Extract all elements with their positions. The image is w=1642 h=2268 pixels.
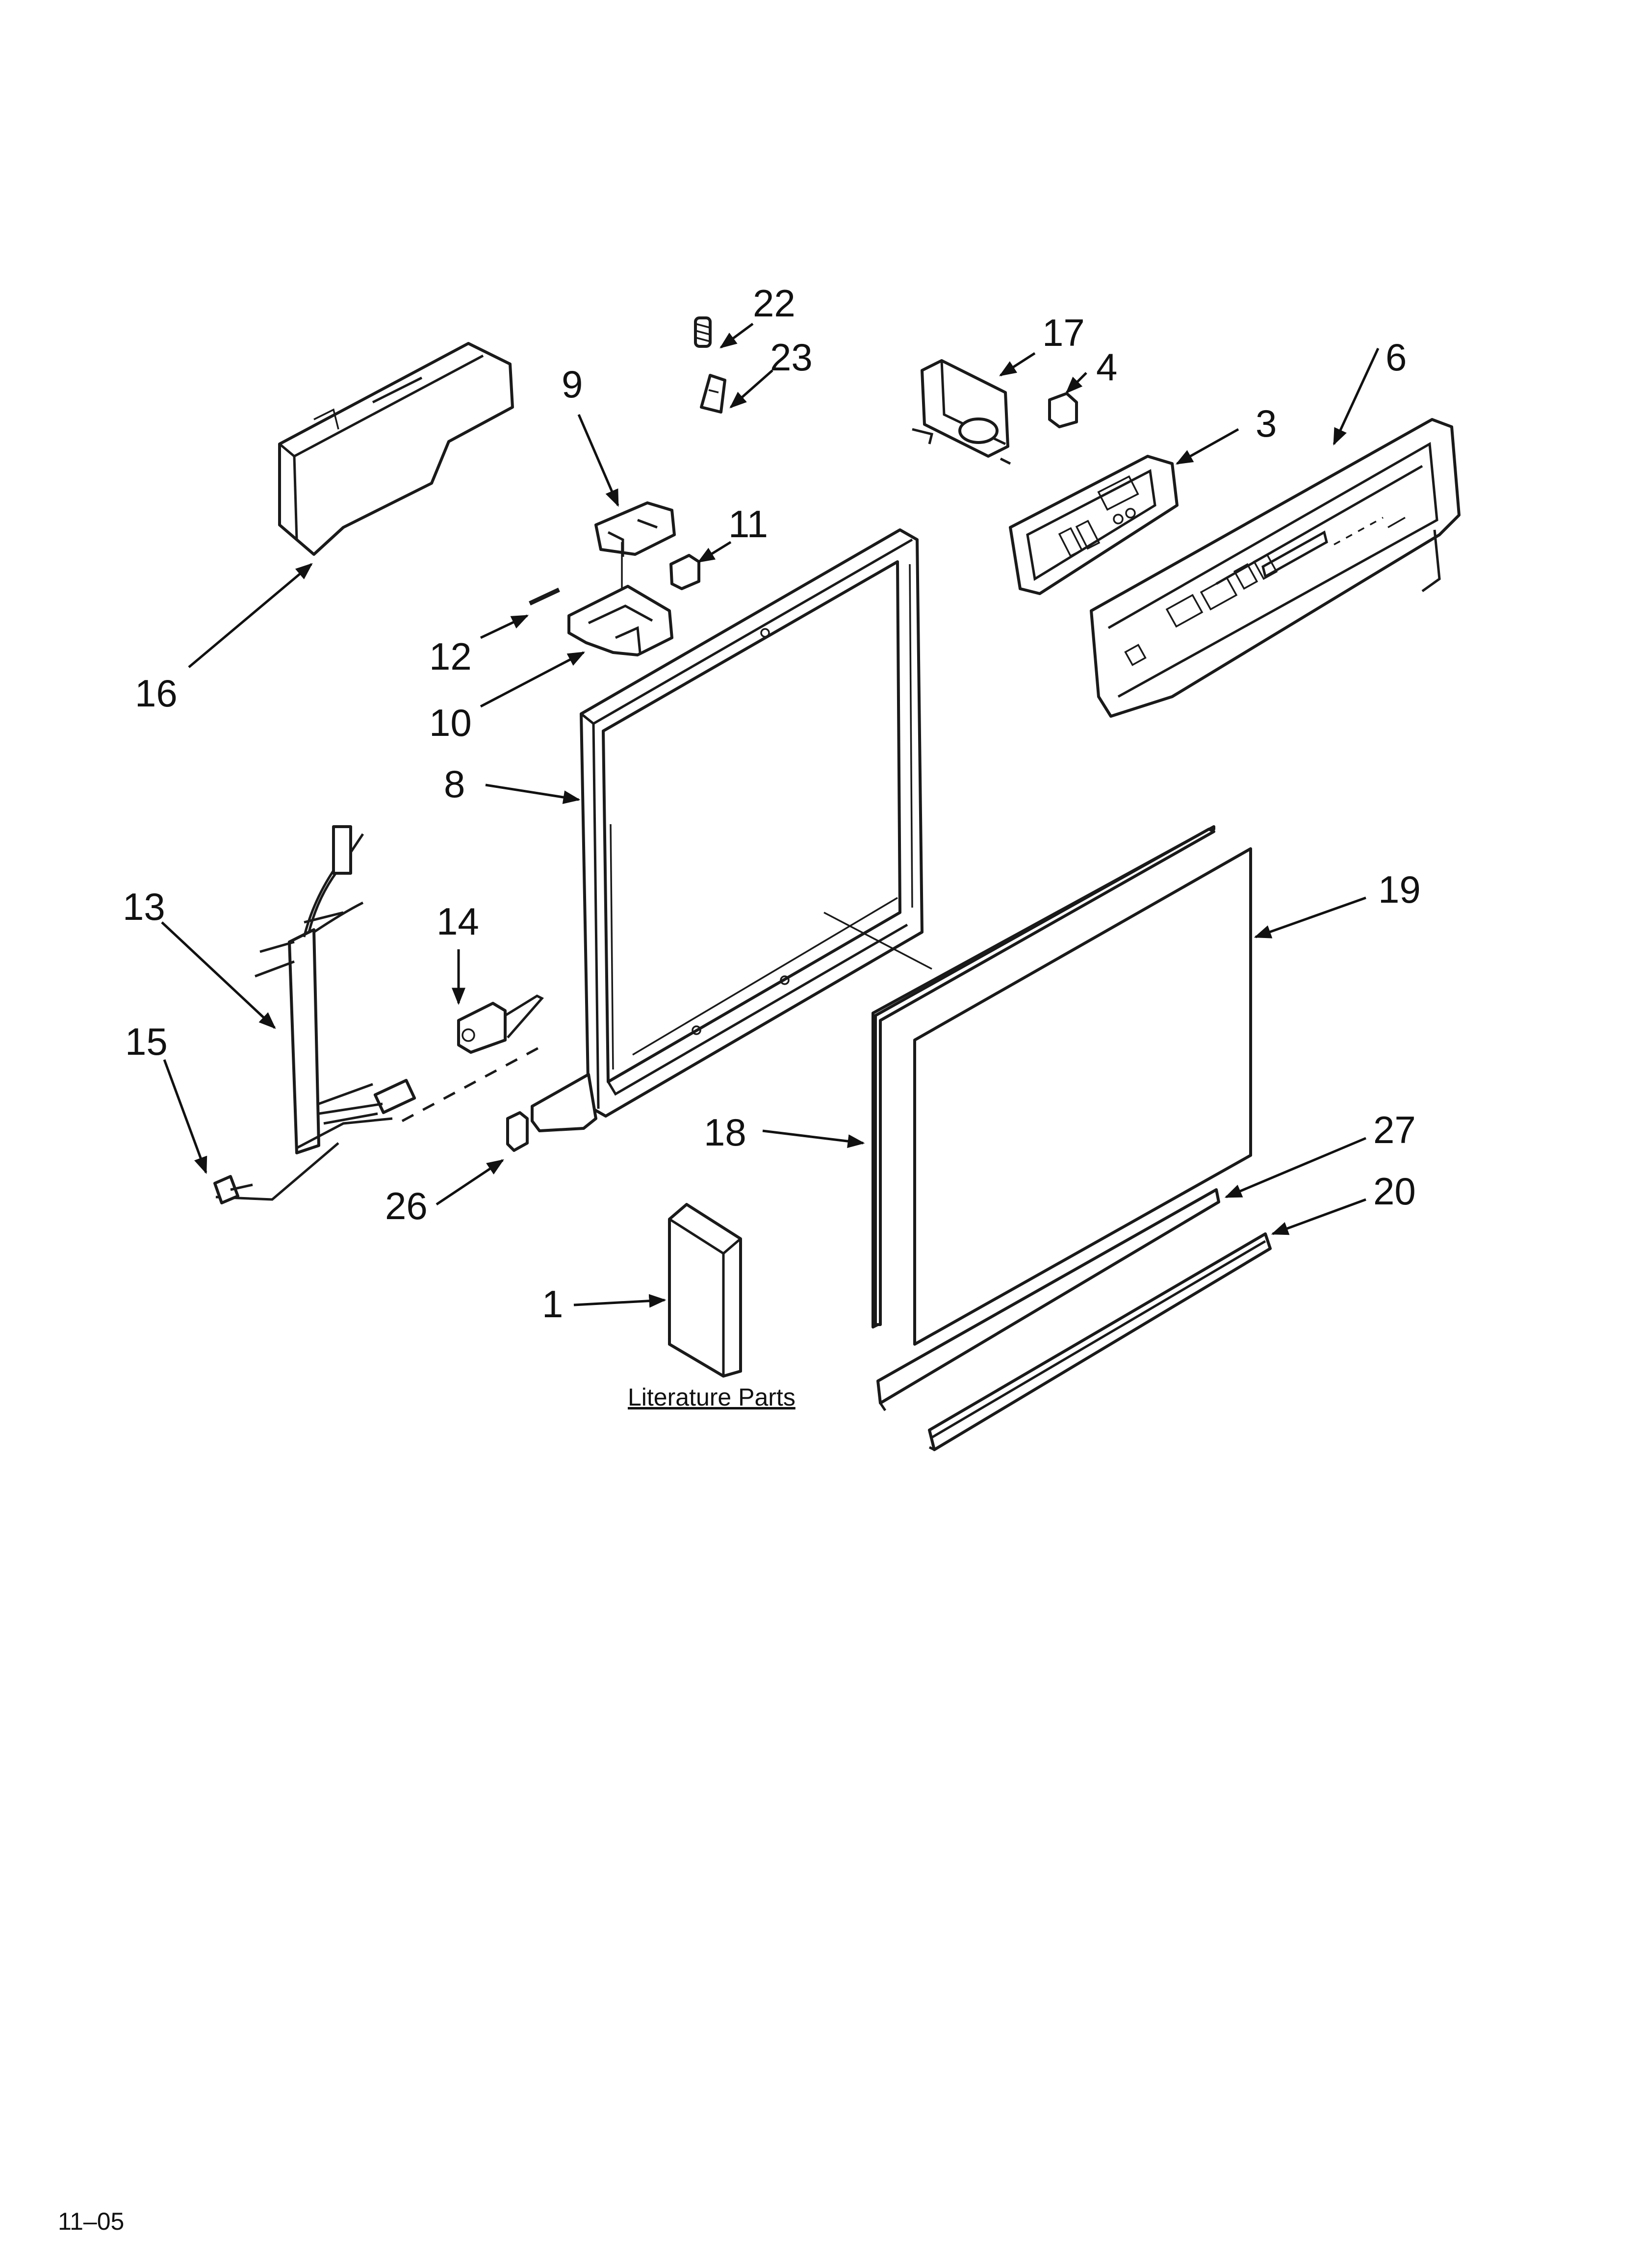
callout-17: 17	[1042, 311, 1085, 354]
footer-code: 11–05	[58, 2208, 124, 2235]
callout-26: 26	[385, 1184, 428, 1227]
callout-10: 10	[429, 701, 472, 744]
part-10-bracket	[567, 585, 673, 656]
assembly-line	[401, 1046, 540, 1122]
part-1-literature	[668, 1203, 742, 1378]
part-14-switch	[457, 994, 544, 1054]
literature-parts-caption: Literature Parts	[628, 1383, 795, 1411]
part-20-trim	[928, 1232, 1272, 1451]
callout-6: 6	[1385, 336, 1407, 379]
callout-27: 27	[1373, 1108, 1416, 1151]
part-18-outer-panel	[872, 825, 1215, 1329]
part-27-trim	[876, 1188, 1220, 1411]
part-13-wire-harness	[215, 825, 416, 1201]
part-22-spring	[694, 316, 712, 348]
part-11-switch	[669, 554, 700, 590]
callout-16: 16	[135, 672, 178, 715]
callout-23: 23	[770, 336, 813, 379]
callout-12: 12	[429, 635, 472, 678]
part-16-shield	[278, 342, 514, 556]
leader-lines	[161, 322, 1380, 1308]
callout-4: 4	[1096, 345, 1117, 389]
part-8-door-frame	[531, 528, 924, 1132]
callout-1: 1	[542, 1282, 563, 1326]
part-15-screw	[213, 1175, 253, 1204]
callout-11: 11	[728, 502, 768, 546]
callout-numbers: 22 23 17 4 6 3 9 11 16 12 10 8 19 13 14 …	[123, 282, 1421, 1326]
callout-13: 13	[123, 885, 165, 928]
callout-19: 19	[1378, 868, 1421, 911]
part-9-latch	[594, 501, 676, 596]
part-26-clip	[506, 1111, 529, 1152]
part-12-pin	[529, 587, 560, 606]
callout-18: 18	[704, 1111, 746, 1154]
callout-9: 9	[562, 363, 583, 406]
part-23-clip	[700, 374, 726, 414]
callout-3: 3	[1256, 402, 1277, 445]
part-6-console	[1090, 418, 1461, 718]
callout-22: 22	[753, 282, 795, 325]
callout-14: 14	[436, 900, 479, 943]
callout-15: 15	[125, 1020, 168, 1063]
part-3-control-board	[1009, 455, 1179, 595]
part-19-door-panel	[823, 847, 1252, 1346]
part-17-module	[912, 359, 1011, 465]
callout-20: 20	[1373, 1170, 1416, 1213]
callout-8: 8	[444, 762, 465, 806]
part-4-connector	[1048, 392, 1078, 428]
